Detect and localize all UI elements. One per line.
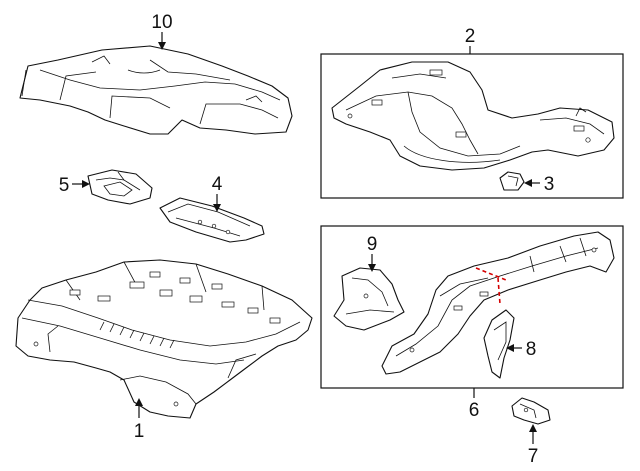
- group-box-2-3: [320, 53, 624, 199]
- part-3-clip[interactable]: [499, 171, 525, 191]
- callout-2: 2: [465, 26, 476, 47]
- part-9-rail-extension[interactable]: [333, 267, 405, 331]
- part-8-bracket[interactable]: [483, 309, 515, 379]
- part-4-crossmember[interactable]: [159, 197, 265, 243]
- callout-7: 7: [528, 446, 539, 467]
- leader-lines: [72, 32, 540, 444]
- part-6-rear-rail[interactable]: [381, 231, 615, 375]
- cut-line: [475, 267, 507, 305]
- callout-3: 3: [544, 174, 555, 195]
- callout-8: 8: [526, 339, 537, 360]
- group-box-6-8-9: [320, 225, 624, 389]
- callout-9: 9: [367, 234, 378, 255]
- part-2-rear-floor[interactable]: [331, 61, 615, 171]
- callout-6: 6: [469, 400, 480, 421]
- callout-5: 5: [59, 175, 70, 196]
- part-5-bracket[interactable]: [87, 169, 153, 205]
- callout-10: 10: [151, 12, 172, 33]
- part-10-insulator[interactable]: [19, 45, 293, 135]
- part-7-bracket[interactable]: [511, 397, 551, 425]
- callout-1: 1: [134, 421, 145, 442]
- callout-4: 4: [212, 174, 223, 195]
- part-1-floor-pan[interactable]: [15, 259, 313, 419]
